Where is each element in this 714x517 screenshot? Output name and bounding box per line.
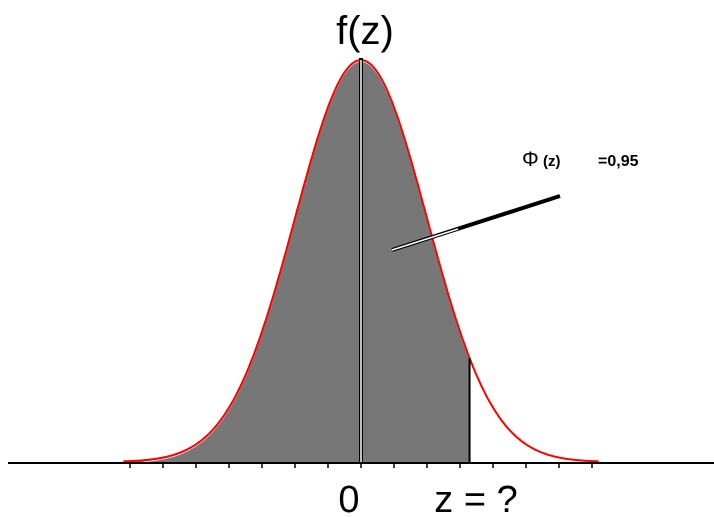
pointer-line-highlight [391,228,459,251]
shaded-area-under-curve [123,60,470,462]
phi-argument: (z) [543,153,561,170]
phi-value: =0,95 [598,153,639,170]
axis-ticks [129,463,593,468]
y-axis-label: f(z) [336,9,394,53]
origin-label: 0 [338,479,359,517]
z-marker-label: z = ? [434,479,517,517]
phi-symbol: Φ [522,148,539,171]
